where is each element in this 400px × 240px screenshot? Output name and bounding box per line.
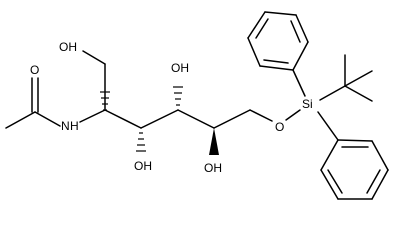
tert-butyl-group <box>344 54 373 102</box>
phenyl-ring-top <box>247 11 309 71</box>
bond-c2-c3 <box>104 109 142 129</box>
bond-si-phenyl-top <box>292 69 306 97</box>
ether-oxygen-label: O <box>275 120 284 134</box>
hashed-bond-c3-oh <box>136 132 146 152</box>
silicon-label: Si <box>302 97 313 111</box>
hashed-bond-c4-oh <box>173 86 183 106</box>
structure-diagram: O N H OH OH OH OH O Si <box>5 11 389 200</box>
wedge-bond-c5-oh <box>209 128 219 155</box>
bond-c1-oh <box>82 50 106 65</box>
bond-c3-c4 <box>140 109 179 129</box>
bond-si-phenyl-bottom <box>317 111 339 141</box>
carbonyl-oxygen-label: O <box>30 63 39 77</box>
c4-hydroxyl-label: OH <box>171 61 189 75</box>
c3-hydroxyl-label: OH <box>134 159 152 173</box>
c1-hydroxyl-label: OH <box>59 40 77 54</box>
amide-nitrogen-label: N <box>61 119 70 133</box>
bond-methyl-carbonyl <box>5 111 36 129</box>
bond-n-c2 <box>79 109 106 123</box>
bond-c6-o <box>249 109 273 122</box>
bond-c4-c5 <box>177 109 215 129</box>
bond-si-tbutyl <box>319 85 346 101</box>
bond-c5-c6 <box>213 109 251 129</box>
c5-hydroxyl-label: OH <box>204 161 222 175</box>
bond-o-si <box>285 109 301 121</box>
molecule-drawing: O N H OH OH OH OH O Si <box>5 11 389 200</box>
amide-hydrogen-label: H <box>70 119 79 133</box>
phenyl-ring-bottom <box>320 139 389 200</box>
bond-carbonyl-n <box>34 111 61 127</box>
